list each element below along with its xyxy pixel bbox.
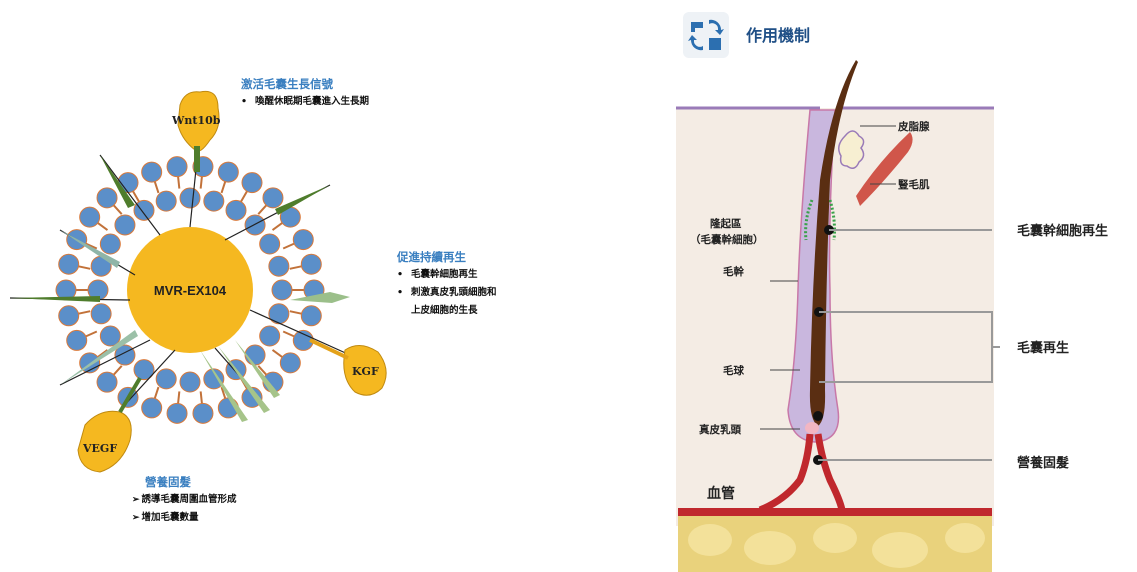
nourish-item-1: 誘導毛囊周圍血管形成 (132, 491, 237, 509)
lipid-tail (283, 331, 294, 336)
lipid-head (193, 403, 213, 423)
lipid-head (269, 304, 289, 324)
lipid-head (167, 157, 187, 177)
papilla-label: 真皮乳頭 (699, 422, 741, 437)
lipid-head (142, 162, 162, 182)
callout-stem-label: 毛囊幹細胞再生 (1017, 220, 1108, 239)
nourish-item-2: 增加毛囊數量 (132, 509, 237, 527)
regen-list: 毛囊幹細胞再生 刺激真皮乳頭細胞和 上皮細胞的生長 (397, 266, 497, 320)
lipid-head (245, 215, 265, 235)
vessel-main (678, 508, 992, 516)
lipid-head (59, 306, 79, 326)
lipid-head (242, 173, 262, 193)
lipid-head (269, 256, 289, 276)
kgf-label: KGF (352, 365, 379, 378)
wnt10b-label: Wnt10b (171, 114, 221, 127)
vegf-label: VEGF (82, 442, 117, 455)
lipid-head (67, 330, 87, 350)
lipid-tail (201, 177, 202, 189)
signal-heading: 激活毛囊生長信號 (241, 76, 333, 92)
bulge-sub-label: （毛囊幹細胞） (690, 232, 764, 247)
lipid-head (100, 234, 120, 254)
lipid-tail (258, 205, 266, 214)
lipid-tail (290, 266, 302, 268)
lipid-tail (114, 366, 122, 375)
lipid-head (167, 403, 187, 423)
lipid-head (272, 280, 292, 300)
mechanism-icon (683, 12, 729, 58)
lipid-head (263, 188, 283, 208)
skin-layer (676, 108, 994, 526)
nourish-list: 誘導毛囊周圍血管形成 增加毛囊數量 (132, 491, 237, 527)
signal-item-1: 喚醒休眠期毛囊進入生長期 (241, 93, 369, 111)
lipid-tail (155, 387, 159, 398)
lipid-tail (273, 223, 283, 230)
lipid-head (59, 254, 79, 274)
kgf-stalk (310, 340, 348, 358)
lipid-tail (201, 391, 202, 403)
lipid-head (80, 207, 100, 227)
lipid-head (218, 162, 238, 182)
lipid-tail (283, 244, 294, 249)
lipid-tail (241, 191, 247, 201)
regen-item-2: 刺激真皮乳頭細胞和 (397, 284, 497, 302)
lipid-tail (178, 391, 179, 403)
sebaceous-label: 皮脂腺 (898, 119, 930, 134)
lipid-tail (86, 331, 97, 336)
lipid-head (260, 234, 280, 254)
lipid-head (97, 188, 117, 208)
core-label: MVR-EX104 (154, 283, 227, 298)
dermal-papilla (805, 422, 819, 434)
lipid-head (97, 372, 117, 392)
lipid-tail (178, 177, 179, 189)
bulge-label: 隆起區 (710, 216, 742, 231)
lipid-head (156, 191, 176, 211)
lipid-tail (155, 182, 159, 193)
lipid-head (134, 200, 154, 220)
nourish-heading: 營養固髮 (145, 474, 191, 490)
lipid-head (204, 191, 224, 211)
shaft-label: 毛幹 (723, 264, 744, 279)
bulb-label: 毛球 (723, 363, 744, 378)
vessel-label: 血管 (707, 483, 735, 503)
lipid-tail (78, 266, 90, 268)
lipid-tail (114, 205, 122, 214)
lipid-head (142, 398, 162, 418)
mechanism-title: 作用機制 (746, 22, 810, 46)
lipid-head (293, 230, 313, 250)
lipid-tail (290, 311, 302, 313)
signal-list: 喚醒休眠期毛囊進入生長期 (241, 93, 369, 111)
regen-item-3: 上皮細胞的生長 (397, 302, 497, 320)
lipid-tail (273, 350, 283, 357)
lipid-head (115, 215, 135, 235)
callout-nourish-label: 營養固髮 (1017, 452, 1069, 471)
lipid-head (156, 369, 176, 389)
regen-heading: 促進持續再生 (397, 249, 466, 265)
lipid-tail (98, 223, 108, 230)
lipid-head (245, 345, 265, 365)
lipid-head (91, 304, 111, 324)
lipid-head (226, 200, 246, 220)
lipid-head (301, 254, 321, 274)
lipid-head (180, 188, 200, 208)
arrector-label: 豎毛肌 (898, 177, 930, 192)
lipid-tail (78, 311, 90, 313)
lipid-tail (222, 182, 226, 193)
regen-item-1: 毛囊幹細胞再生 (397, 266, 497, 284)
lipid-head (301, 306, 321, 326)
lipid-head (280, 353, 300, 373)
callout-regen-label: 毛囊再生 (1017, 337, 1069, 356)
lipid-head (180, 372, 200, 392)
wnt10b-stalk (194, 146, 200, 172)
lipid-head (260, 326, 280, 346)
